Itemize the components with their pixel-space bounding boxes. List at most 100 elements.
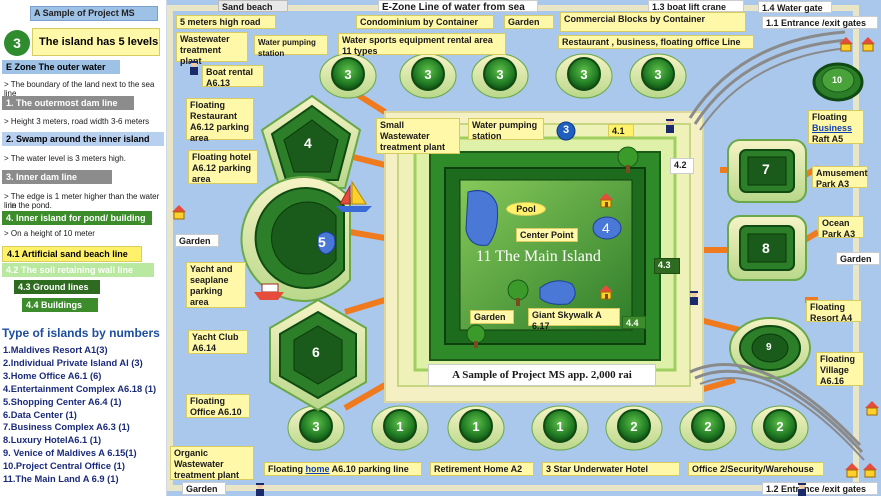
floating-business-suffix: Raft A5 [812, 134, 844, 144]
top-row-island-core [483, 57, 517, 91]
level-badge: 3 [4, 30, 30, 56]
legend-item: 3.Home Office A6.1 (6) [3, 370, 102, 381]
zone-e-heading: E Zone The outer water [2, 60, 120, 74]
main-island-title: 11 The Main Island [476, 248, 601, 265]
island-9-number: 9 [766, 342, 772, 353]
bridge-top [688, 30, 851, 131]
label-retirement: Retirement Home A2 [430, 462, 534, 476]
level42-heading: 4.2 The soil retaining wall line [2, 263, 154, 277]
top-row-island-number: 3 [344, 67, 351, 82]
legend-item: 6.Data Center (1) [3, 409, 77, 420]
label-small-wwtp: Small Wastewater treatment plant [376, 118, 460, 154]
inner-4-number: 4 [602, 220, 610, 236]
hexagon-island [269, 298, 367, 412]
island-5-number: 5 [318, 234, 326, 250]
label-floating-office: Floating Office A6.10 [186, 394, 250, 418]
label-floating-restaurant: Floating Restaurant A6.12 parking area [186, 98, 254, 143]
tag-41: 4.1 [608, 124, 634, 137]
top-row-island-core [567, 57, 601, 91]
yacht-icon [254, 283, 284, 300]
island-8-number: 8 [762, 240, 770, 256]
label-sports: Water sports equipment rental area 11 ty… [338, 33, 506, 56]
floating-home-prefix: Floating [268, 464, 306, 474]
bottom-row-island-number: 1 [472, 419, 479, 434]
label-floating-business: Floating Business Raft A5 [808, 110, 864, 144]
label-condominium: Condominium by Container [356, 15, 494, 29]
label-skywalk: Giant Skywalk A 6.17 [528, 308, 620, 331]
label-entrance-bottom: 1.2 Entrance /exit gates [762, 482, 878, 495]
bottom-row-island-number: 2 [704, 419, 711, 434]
label-floating-village: Floating Village A6.16 [816, 352, 864, 386]
bottom-row-island-number: 2 [776, 419, 783, 434]
island-10-number: 10 [832, 75, 843, 85]
bottom-row-island-core [691, 409, 725, 443]
bottom-row-island-number: 3 [312, 419, 319, 434]
bottom-row-island-core [299, 409, 333, 443]
label-yacht-seaplane: Yacht and seaplane parking area [186, 262, 246, 308]
sidebar: A Sample of Project MS 3 The island has … [0, 0, 167, 496]
level1-note: > Height 3 meters, road width 3-6 meters [4, 117, 150, 126]
bridge-bottom [689, 363, 865, 461]
legend-item: 11.The Main Land A 6.9 (1) [3, 474, 119, 484]
label-sand-beach: Sand beach [218, 0, 288, 12]
floating-home-link[interactable]: home [305, 464, 330, 474]
house-icon [172, 205, 186, 220]
trees [466, 146, 639, 348]
zone-e-note: > The boundary of the land next to the s… [4, 80, 155, 98]
venice-island [729, 317, 811, 379]
label-garden-inner: Garden [470, 310, 514, 324]
label-garden-left: Garden [175, 234, 219, 247]
label-pump1: Water pumping station [254, 35, 328, 58]
floating-business-prefix: Floating [812, 112, 847, 122]
bottom-row-island-core [543, 409, 577, 443]
floating-business-link[interactable]: Business [812, 123, 853, 133]
label-entrance-top: 1.1 Entrance /exit gates [762, 16, 878, 29]
legend-item: 1.Maldives Resort A1(3) [3, 345, 108, 355]
level4-heading: 4. Inner island for pond/ building [2, 211, 152, 225]
blue-marker [556, 121, 576, 141]
bottom-row-island-number: 2 [630, 419, 637, 434]
label-floating-hotel: Floating hotel A6.12 parking area [188, 150, 258, 184]
legend-item: 5.Shopping Center A6.4 (1) [3, 396, 122, 407]
label-center-point: Center Point [516, 228, 578, 242]
label-underwater: 3 Star Underwater Hotel [542, 462, 680, 476]
label-yacht-club: Yacht Club A6.14 [188, 330, 248, 354]
house-icon [845, 463, 859, 478]
label-boat-rental: Boat rental A6.13 [202, 65, 264, 88]
label-water-gate: 1.4 Water gate [758, 1, 832, 13]
top-row-island-core [411, 57, 445, 91]
legend-title: Type of islands by numbers [2, 326, 160, 340]
tag-43: 4.3 [654, 258, 680, 274]
label-floating-resort: Floating Resort A4 [806, 300, 862, 323]
top-row-island-core [641, 57, 675, 91]
label-wwtp-top: Wastewater treatment plant [176, 32, 248, 66]
pond-right [592, 216, 622, 240]
bottom-row-islands: 3 1 1 1 2 2 2 [287, 405, 809, 451]
bottom-row-island-core [459, 409, 493, 443]
guard-icon [690, 291, 698, 305]
tag-44: 4.4 [622, 316, 646, 329]
label-ocean-park: Ocean Park A3 [818, 216, 864, 239]
bottom-row-island-core [617, 409, 651, 443]
island-6-number: 6 [312, 344, 320, 360]
guard-icon [256, 483, 264, 496]
legend-item: 8.Luxury HotelA6.1 (1) [3, 435, 102, 446]
bottom-row-island-number: 1 [396, 419, 403, 434]
hotel-island [727, 215, 807, 281]
top-row-island-core [331, 57, 365, 91]
house-icon [865, 401, 879, 416]
house-icon [599, 193, 613, 208]
business-island [727, 139, 807, 203]
legend-item: 4.Entertainment Complex A6.18 (1) [3, 383, 157, 394]
island-7-number: 7 [762, 161, 770, 177]
level41-heading: 4.1 Artificial sand beach line [2, 246, 142, 262]
level3-heading: 3. Inner dam line [2, 170, 112, 184]
top-row-island-number: 3 [496, 67, 503, 82]
guard-icon [798, 483, 806, 496]
label-e-zone: E-Zone Line of water from sea [378, 0, 538, 13]
bottom-row-island-number: 1 [556, 419, 563, 434]
level3-note-a: > The edge is 1 meter higher than the wa… [4, 192, 160, 210]
levels-heading: The island has 5 levels [32, 28, 160, 56]
